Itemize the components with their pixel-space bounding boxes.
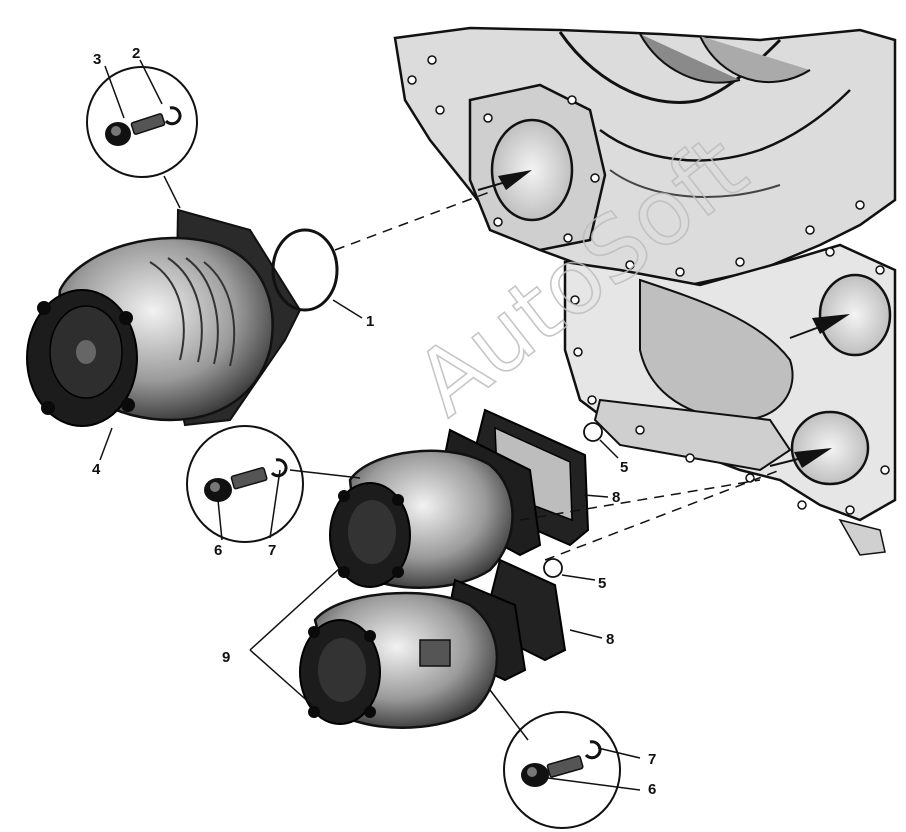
callout-8-lower: 8 xyxy=(606,631,614,648)
assembly-lines xyxy=(334,189,781,561)
bolt-icon xyxy=(105,113,166,146)
callout-7-left: 7 xyxy=(268,542,276,559)
detail-circle-top xyxy=(86,66,198,209)
hydraulic-pump-large xyxy=(26,208,302,427)
callout-6-bottom: 6 xyxy=(648,781,656,798)
callout-7-bottom: 7 xyxy=(648,751,656,768)
hydraulic-pump-upper xyxy=(329,408,590,589)
o-ring-seal xyxy=(271,228,339,312)
callout-6-left: 6 xyxy=(214,542,222,559)
callout-8-upper: 8 xyxy=(612,489,620,506)
callout-3: 3 xyxy=(93,51,101,68)
callout-4: 4 xyxy=(92,461,101,478)
detail-circle-bottom xyxy=(503,711,621,829)
arrows xyxy=(477,170,850,468)
leader-lines xyxy=(99,59,641,791)
detail-circle-middle xyxy=(186,425,304,543)
hydraulic-pump-lower xyxy=(299,558,567,729)
lock-washer-icon xyxy=(164,106,182,126)
callout-5-upper: 5 xyxy=(620,459,628,476)
callout-2: 2 xyxy=(132,45,140,62)
callout-1: 1 xyxy=(366,313,374,330)
callout-9: 9 xyxy=(222,649,230,666)
callout-5-lower: 5 xyxy=(598,575,606,592)
o-ring-icon xyxy=(583,422,603,442)
